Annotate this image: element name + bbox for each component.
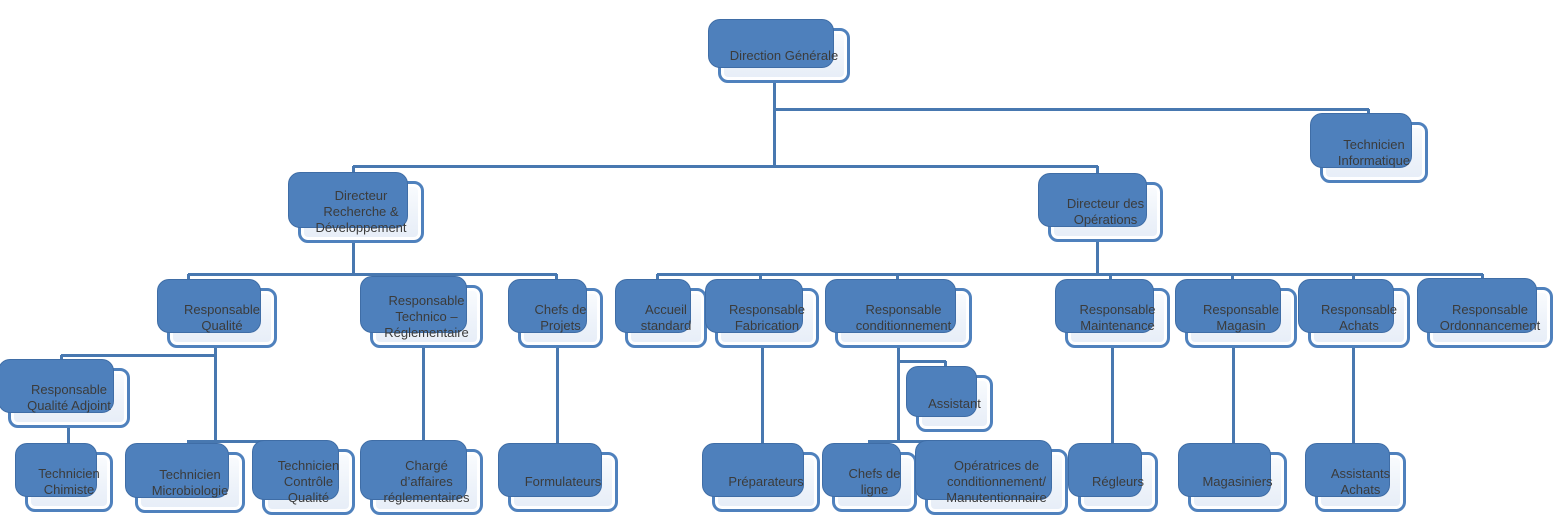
org-node-regleurs[interactable]: Régleurs xyxy=(1068,443,1158,512)
org-node-direction-generale[interactable]: Direction Générale xyxy=(708,19,850,83)
org-node-label-technicien-microbiologie: Technicien Microbiologie xyxy=(151,466,229,498)
org-node-assistants-achats[interactable]: Assistants Achats xyxy=(1305,443,1406,512)
org-connector-level2-bus-h xyxy=(353,164,1098,168)
org-connector-ops-bus-h xyxy=(657,272,1483,276)
org-connector-adjoint-h xyxy=(61,353,216,357)
org-node-responsable-achats[interactable]: Responsable Achats xyxy=(1298,279,1410,348)
org-node-responsable-technico[interactable]: Responsable Technico – Réglementaire xyxy=(360,276,483,348)
org-node-accueil-standard[interactable]: Accueil standard xyxy=(615,279,707,348)
org-node-assistant[interactable]: Assistant xyxy=(906,366,993,432)
org-connector-informatique-h xyxy=(774,107,1369,111)
org-connector-rd-bus-h xyxy=(188,272,557,276)
org-connector-formulateurs-v xyxy=(555,348,559,454)
org-node-label-responsable-fabrication: Responsable Fabrication xyxy=(729,302,805,333)
org-node-magasiniers[interactable]: Magasiniers xyxy=(1178,443,1287,512)
org-node-responsable-conditionnement[interactable]: Responsable conditionnement xyxy=(825,279,972,348)
org-node-label-responsable-maintenance: Responsable Maintenance xyxy=(1079,302,1156,333)
org-node-label-responsable-conditionnement: Responsable conditionnement xyxy=(855,302,952,333)
org-node-preparateurs[interactable]: Préparateurs xyxy=(702,443,820,512)
org-node-technicien-informatique[interactable]: Technicien Informatique xyxy=(1310,113,1428,183)
org-node-label-operatrices-conditionnement: Opératrices de conditionnement/ Manutent… xyxy=(946,458,1047,505)
org-node-directeur-operations[interactable]: Directeur des Opérations xyxy=(1038,173,1163,242)
org-node-responsable-ordonnancement[interactable]: Responsable Ordonnancement xyxy=(1417,278,1553,348)
org-node-label-accueil-standard: Accueil standard xyxy=(640,302,692,333)
org-node-responsable-magasin[interactable]: Responsable Magasin xyxy=(1175,279,1297,348)
org-node-label-responsable-qualite-adjoint: Responsable Qualité Adjoint xyxy=(27,382,111,413)
org-node-label-preparateurs: Préparateurs xyxy=(728,474,804,489)
org-node-directeur-rd[interactable]: Directeur Recherche & Développement xyxy=(288,172,424,243)
org-node-label-technicien-chimiste: Technicien Chimiste xyxy=(38,466,100,497)
org-node-label-assistant: Assistant xyxy=(928,395,981,411)
org-connector-preparateurs-v xyxy=(760,348,764,454)
org-connector-technico-v xyxy=(421,348,425,451)
org-node-label-technicien-informatique: Technicien Informatique xyxy=(1337,136,1411,168)
org-node-operatrices-conditionnement[interactable]: Opératrices de conditionnement/ Manutent… xyxy=(915,440,1068,515)
org-node-label-magasiniers: Magasiniers xyxy=(1202,474,1273,489)
org-node-technicien-microbiologie[interactable]: Technicien Microbiologie xyxy=(125,443,245,513)
org-node-label-responsable-magasin: Responsable Magasin xyxy=(1203,302,1279,333)
org-node-label-directeur-rd: Directeur Recherche & Développement xyxy=(315,188,407,235)
org-node-label-direction-generale: Direction Générale xyxy=(729,47,839,63)
org-node-label-chefs-de-projets: Chefs de Projets xyxy=(534,302,587,333)
org-node-label-regleurs: Régleurs xyxy=(1091,474,1145,489)
org-node-responsable-maintenance[interactable]: Responsable Maintenance xyxy=(1055,279,1170,348)
org-node-label-chefs-de-ligne: Chefs de ligne xyxy=(848,466,901,497)
org-node-label-responsable-technico: Responsable Technico – Réglementaire xyxy=(384,292,469,340)
org-connector-magasiniers-v xyxy=(1231,348,1235,454)
org-node-chefs-de-ligne[interactable]: Chefs de ligne xyxy=(822,443,917,512)
org-connector-qualite-stem-v xyxy=(213,348,217,443)
org-node-label-responsable-ordonnancement: Responsable Ordonnancement xyxy=(1439,301,1541,333)
org-node-technicien-controle-qualite[interactable]: Technicien Contrôle Qualité xyxy=(252,440,355,515)
org-node-responsable-qualite[interactable]: Responsable Qualité xyxy=(157,279,277,348)
org-node-label-assistants-achats: Assistants Achats xyxy=(1330,466,1391,497)
org-connector-ops-bottom-v xyxy=(1095,242,1099,276)
org-node-label-charge-affaires-reglementaires: Chargé d’affaires réglementaires xyxy=(383,458,470,505)
org-node-label-formulateurs: Formulateurs xyxy=(524,474,602,489)
org-node-technicien-chimiste[interactable]: Technicien Chimiste xyxy=(15,443,113,512)
org-node-responsable-qualite-adjoint[interactable]: Responsable Qualité Adjoint xyxy=(0,359,130,428)
org-connector-conditionnement-stem-v xyxy=(896,348,900,443)
org-connector-trunk-v xyxy=(772,83,776,168)
org-connector-assistant-h xyxy=(898,359,946,363)
org-connector-regleurs-v xyxy=(1110,348,1114,454)
org-node-responsable-fabrication[interactable]: Responsable Fabrication xyxy=(705,279,819,348)
org-connector-assistants-achats-v xyxy=(1351,348,1355,454)
org-node-chefs-de-projets[interactable]: Chefs de Projets xyxy=(508,279,603,348)
org-connector-qualite-bracket-h xyxy=(187,439,299,443)
org-node-label-technicien-controle-qualite: Technicien Contrôle Qualité xyxy=(277,458,340,505)
org-node-label-directeur-operations: Directeur des Opérations xyxy=(1066,196,1145,227)
org-connector-chimiste-v xyxy=(66,427,70,454)
org-connector-rd-bottom-v xyxy=(351,243,355,276)
org-node-charge-affaires-reglementaires[interactable]: Chargé d’affaires réglementaires xyxy=(360,440,483,515)
org-node-formulateurs[interactable]: Formulateurs xyxy=(498,443,618,512)
org-node-label-responsable-achats: Responsable Achats xyxy=(1321,302,1397,333)
org-node-label-responsable-qualite: Responsable Qualité xyxy=(184,302,260,333)
